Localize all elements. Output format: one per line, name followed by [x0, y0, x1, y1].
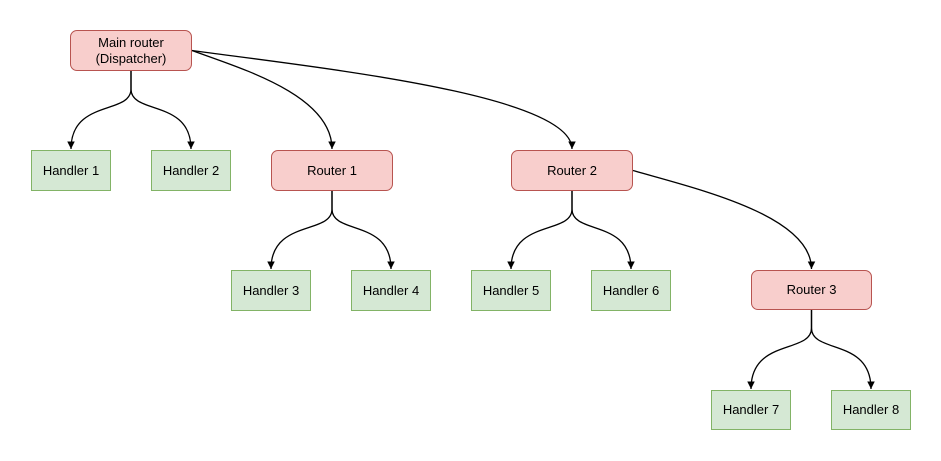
node-label: Router 1 — [307, 162, 357, 178]
edge-router-3-to-handler-8 — [810, 310, 875, 390]
node-label: Handler 3 — [242, 282, 300, 298]
node-router-2: Router 2 — [511, 150, 633, 191]
node-label: Router 3 — [786, 282, 837, 297]
node-router-1: Router 1 — [271, 150, 393, 191]
edge-router-1-to-handler-4 — [331, 191, 395, 270]
edge-main-router-to-handler-1 — [67, 71, 132, 150]
edges-group — [67, 49, 875, 390]
node-label: Main router (Dispatcher) — [95, 34, 167, 66]
node-handler-6: Handler 6 — [591, 270, 671, 311]
node-router-3: Router 3 — [751, 270, 872, 310]
node-label: Handler 4 — [362, 282, 420, 298]
edge-router-1-to-handler-3 — [267, 191, 333, 270]
edge-router-2-to-router-3 — [632, 169, 816, 270]
node-handler-2: Handler 2 — [151, 150, 231, 191]
node-handler-3: Handler 3 — [231, 270, 311, 311]
node-handler-5: Handler 5 — [471, 270, 551, 311]
node-label: Handler 1 — [42, 162, 100, 178]
edge-router-3-to-handler-7 — [747, 310, 813, 390]
edge-main-router-to-handler-2 — [130, 71, 195, 150]
node-label: Handler 7 — [722, 402, 780, 417]
node-handler-1: Handler 1 — [31, 150, 111, 191]
node-handler-4: Handler 4 — [351, 270, 431, 311]
node-handler-7: Handler 7 — [711, 390, 791, 430]
edge-main-router-to-router-2 — [191, 49, 576, 150]
edge-main-router-to-router-1 — [191, 49, 336, 150]
node-label: Handler 5 — [482, 282, 540, 298]
node-label: Router 2 — [547, 162, 597, 178]
node-main-router: Main router (Dispatcher) — [70, 30, 192, 71]
node-handler-8: Handler 8 — [831, 390, 911, 430]
node-label: Handler 8 — [842, 402, 900, 417]
node-label: Handler 2 — [162, 162, 220, 178]
edge-router-2-to-handler-6 — [571, 191, 635, 270]
edge-router-2-to-handler-5 — [507, 191, 573, 270]
node-label: Handler 6 — [602, 282, 660, 298]
